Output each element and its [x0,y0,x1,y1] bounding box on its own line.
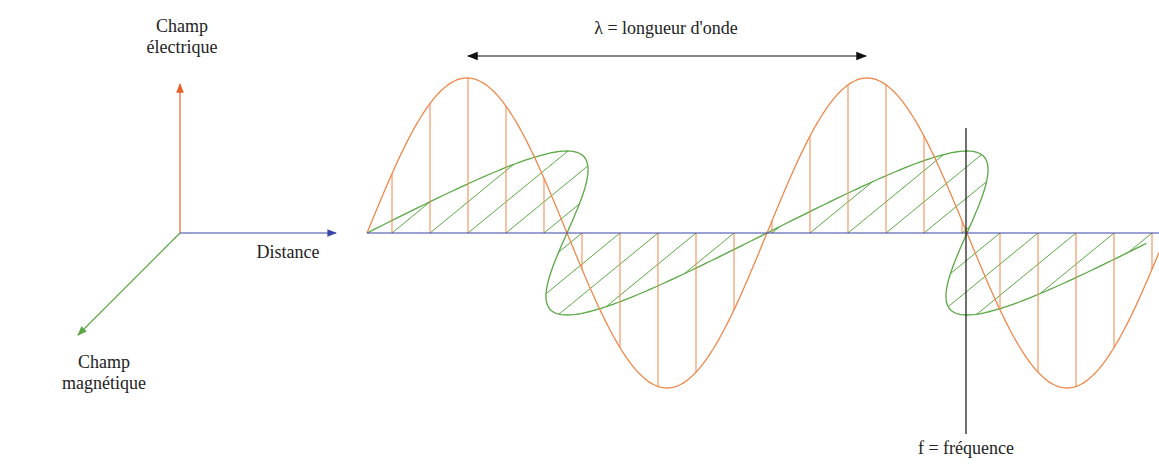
hatch-line [696,233,697,372]
hatch-line [658,233,659,386]
hatch-line [1038,233,1039,372]
hatch-line [1000,233,1001,310]
hatch-line [848,85,849,233]
electric-hatching [392,78,1152,386]
hatch-line [546,233,620,294]
hatch-line [886,85,887,233]
field-label: f = fréquence [876,438,1056,459]
hatch-line [924,136,925,233]
hatch-line [582,233,583,269]
wavelength-arrow [468,55,866,56]
hatch-line [810,136,811,233]
hatch-line [1076,233,1077,386]
hatch-line [506,106,507,233]
hatch-line [1152,233,1153,269]
hatch-line [620,233,621,348]
field-label: Champ magnétique [44,352,164,393]
hatch-line [468,78,469,233]
field-label: λ = longueur d'onde [536,18,796,39]
hatch-line [430,103,431,233]
hatch-line [886,155,982,233]
hatch-line [734,233,735,310]
field-label: Distance [233,242,343,263]
hatch-line [1114,233,1115,348]
propagation-axis [367,232,1159,233]
field-label: Champ électrique [122,16,242,57]
frequency-marker [965,128,966,434]
hatch-line [559,233,658,314]
hatch-line [506,166,588,233]
hatch-line [544,178,545,233]
hatch-line [392,174,393,233]
hatch-line [430,164,514,233]
hatch-line [977,233,1076,314]
magnetic-axis [78,233,180,335]
hatch-line [1129,233,1152,252]
hatch-line [924,182,987,233]
distance-axis [180,232,336,233]
electric-wave [367,78,1159,388]
hatch-line [1040,233,1114,294]
hatch-line [848,155,944,233]
electric-axis [179,84,180,233]
